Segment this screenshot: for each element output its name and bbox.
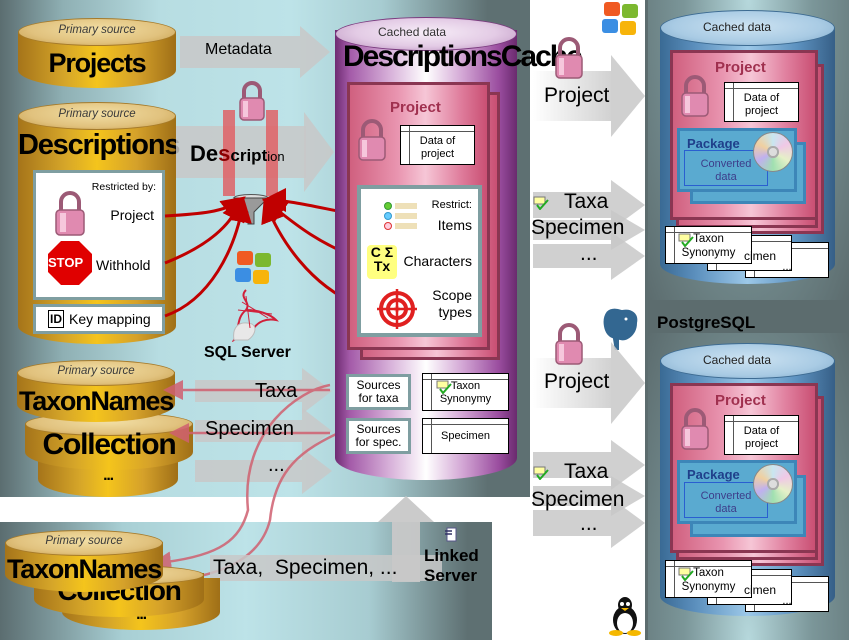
restricted-by-label: Restricted by: (91, 181, 156, 193)
checked-note-icon (436, 380, 452, 394)
postgres-target-project-label: Project (715, 392, 766, 409)
postgres-cache-top (660, 343, 835, 379)
postgres-taxa-label: Taxa (564, 460, 609, 483)
projects-title: Projects (48, 48, 147, 78)
cache-caption: Cached data (378, 25, 447, 39)
postgres-package-label: Package (687, 467, 740, 482)
cd-icon (753, 132, 793, 172)
filter-bar-right (266, 110, 278, 196)
postgres-cache-caption: Cached data (703, 353, 772, 367)
checked-note-icon (678, 233, 694, 247)
lock-icon (681, 75, 709, 117)
windows-logo-icon (235, 251, 273, 285)
items-list-icon (384, 202, 417, 230)
postgresql-label: PostgreSQL (657, 313, 756, 332)
restriction-project: Project (110, 207, 154, 223)
restrict-items: Items (437, 217, 472, 233)
source-link-arrows (151, 380, 346, 590)
projects-caption: Primary source (58, 24, 136, 36)
taxonnames-title: TaxonNames (18, 386, 174, 416)
windows-more-arrow (533, 232, 645, 280)
metadata-label: Metadata (205, 41, 272, 58)
taxa-label: Taxa (255, 380, 298, 402)
lock-icon (555, 323, 583, 365)
lock-icon (55, 191, 85, 236)
windows-cache-caption: Cached data (703, 20, 772, 34)
key-mapping-box: ID Key mapping (33, 304, 165, 334)
checked-note-icon (678, 567, 694, 581)
postgres-project-arrow (533, 342, 645, 424)
checked-note-icon (533, 196, 549, 210)
postgres-more-label: ... (580, 512, 598, 535)
collection-title: Collection (42, 428, 176, 461)
windows-taxa-label: Taxa (564, 190, 609, 213)
specimen-arrow (195, 408, 332, 454)
postgres-more-arrow (533, 498, 645, 548)
key-mapping-label: Key mapping (69, 311, 151, 327)
lock-icon (358, 119, 386, 161)
restrict-scope-types: Scope types (432, 287, 472, 320)
linked-flow-bar (210, 555, 442, 581)
specimen-label: Specimen (205, 418, 294, 440)
projects-source-cylinder: Primary source Projects (18, 18, 176, 88)
restrict-characters: Characters (403, 253, 472, 269)
linux-tux-icon (609, 597, 641, 636)
lock-icon (555, 37, 583, 79)
stop-sign-text: STOP (48, 255, 84, 270)
checked-note-icon (533, 466, 549, 480)
linked-server-icon (445, 527, 457, 542)
descriptions-caption: Primary source (58, 108, 136, 120)
lock-icon (239, 81, 265, 121)
postgres-project-label: Project (544, 370, 610, 393)
target-icon (377, 289, 417, 329)
linked-taxonnames-cylinder: Primary source TaxonNames (5, 530, 163, 592)
descriptions-cache-top (335, 17, 517, 51)
linked-server-arrow (378, 496, 434, 582)
descriptions-title: Descriptions (18, 129, 180, 161)
restriction-withhold: Withhold (96, 257, 151, 273)
collection-source-cylinder: Collection (25, 412, 193, 470)
cache-project-label: Project (390, 99, 441, 116)
windows-specimen-label: Specimen (531, 216, 625, 239)
cd-icon (753, 464, 793, 504)
id-icon: ID (48, 310, 64, 328)
taxonnames-source-cylinder: Primary source TaxonNames (17, 360, 175, 422)
sql-server-label: SQL Server (204, 344, 291, 361)
stop-sign-icon (48, 241, 92, 285)
restrict-label: Restrict: (431, 199, 472, 211)
linked-flow-label: Taxa, Specimen, ... (213, 556, 398, 579)
sql-server-logo-icon (231, 289, 280, 342)
windows-more-label: ... (580, 242, 598, 265)
windows-project-arrow (533, 55, 645, 137)
restrictions-box: Restricted by: Project STOP Withhold (33, 170, 165, 300)
more-label: ... (268, 454, 285, 476)
windows-logo-icon (602, 2, 640, 36)
windows-target-project-label: Project (715, 59, 766, 76)
windows-package-label: Package (687, 136, 740, 151)
description-label: Description (190, 141, 285, 166)
cache-title: DescriptionsCache (343, 40, 583, 73)
description-arrow (176, 112, 334, 192)
postgresql-elephant-icon (601, 306, 640, 352)
filter-bar-left (223, 110, 235, 196)
windows-cache-top (660, 10, 835, 46)
specimen-table: Specimen (422, 418, 509, 454)
windows-project-label: Project (544, 84, 610, 107)
lock-icon (681, 408, 709, 450)
metadata-arrow (180, 26, 330, 78)
postgres-specimen-label: Specimen (531, 488, 625, 511)
